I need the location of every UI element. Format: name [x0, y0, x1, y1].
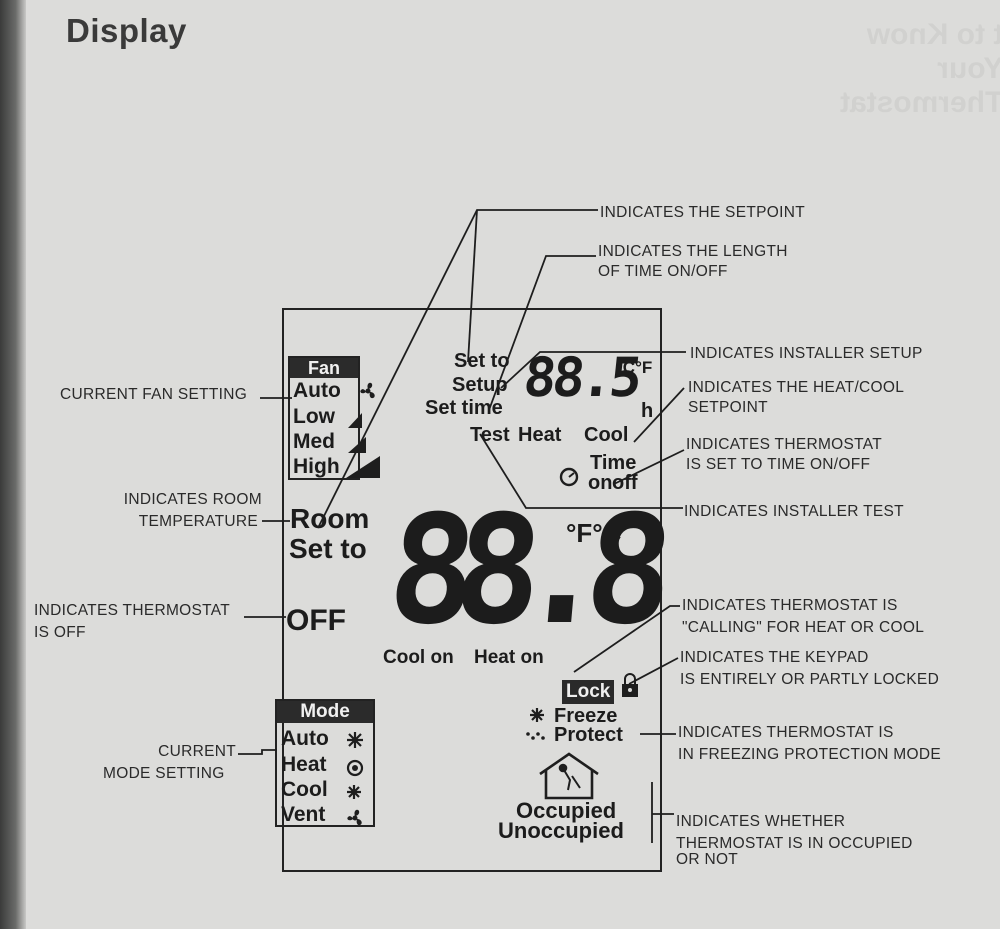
leader-installer-test [479, 433, 683, 509]
leader-installer-setup [500, 351, 686, 389]
annotation-freeze-1: INDICATES THERMOSTAT IS [678, 724, 894, 741]
leader-calling [573, 605, 680, 673]
mode-item-vent: Vent [281, 803, 326, 826]
annotation-occupied-3: OR NOT [676, 851, 739, 868]
fan-item-high: High [293, 455, 340, 478]
annotation-off-1: INDICATES THERMOSTAT [34, 602, 231, 619]
fan-title: Fan [290, 358, 358, 378]
on-label: on [588, 472, 613, 494]
protect-label: Protect [554, 724, 623, 746]
room-label: Room [290, 503, 370, 534]
hours-unit: h [641, 400, 654, 422]
annotation-off-2: IS OFF [34, 624, 86, 641]
mode-item-auto: Auto [281, 727, 329, 750]
off-indicator: OFF [286, 604, 346, 637]
mode-title: Mode [277, 701, 373, 723]
mode-box [275, 699, 375, 827]
cool-label: Cool [584, 424, 629, 446]
annotation-fan-setting: CURRENT FAN SETTING [60, 386, 248, 403]
page-title: Display [66, 12, 187, 49]
cool-on-label: Cool on [383, 647, 454, 668]
time-label: Time [590, 452, 637, 474]
off-small-label: off [612, 472, 638, 494]
annotation-heat-cool-1: INDICATES THE HEAT/COOL [688, 379, 905, 396]
annotation-installer-test: INDICATES INSTALLER TEST [684, 503, 904, 520]
annotation-mode-1: CURRENT [158, 743, 236, 760]
small-unit: °C°F [616, 358, 653, 377]
setup-label: Setup [452, 374, 508, 396]
leader-setpoint-large [317, 209, 598, 529]
fan-icon [347, 809, 362, 826]
leader-heat-cool [633, 387, 685, 443]
heat-on-label: Heat on [474, 647, 544, 668]
annotation-room-1: INDICATES ROOM [123, 491, 262, 508]
lock-icon [622, 673, 638, 697]
annotation-keypad-2: IS ENTIRELY OR PARTLY LOCKED [680, 671, 940, 688]
house-icon [539, 752, 599, 800]
big-unit: °F°C [566, 518, 622, 548]
fan-item-low: Low [293, 405, 335, 428]
heat-label: Heat [518, 424, 562, 446]
leader-lines [238, 209, 686, 843]
sun-icon [346, 759, 364, 777]
signal-bars-icon [346, 413, 380, 478]
leader-length [488, 255, 596, 411]
annotation-calling-1: INDICATES THERMOSTAT IS [682, 597, 898, 614]
annotation-time-onoff-2: IS SET TO TIME ON/OFF [686, 456, 871, 473]
annotation-heat-cool-2: SETPOINT [688, 399, 768, 416]
annotation-occupied-1: INDICATES WHETHER [676, 813, 846, 830]
set-to-large-label: Set to [289, 533, 367, 564]
annotation-keypad-1: INDICATES THE KEYPAD [680, 649, 869, 666]
freeze-label: Freeze [554, 705, 618, 727]
snowflake-icon [347, 708, 544, 799]
set-time-label: Set time [425, 397, 503, 419]
occupied-label: Occupied [516, 798, 617, 823]
mode-item-cool: Cool [281, 778, 328, 801]
annotation-length-2: OF TIME ON/OFF [598, 263, 728, 280]
annotation-calling-2: "CALLING" FOR HEAT OR COOL [682, 619, 925, 636]
leader-setpoint-small [467, 209, 478, 363]
annotation-time-onoff-1: INDICATES THERMOSTAT [686, 436, 883, 453]
leader-time-onoff [613, 449, 685, 485]
annotation-length-1: INDICATES THE LENGTH [598, 243, 788, 260]
annotation-room-2: TEMPERATURE [138, 513, 258, 530]
annotation-installer-setup: INDICATES INSTALLER SETUP [690, 345, 923, 362]
leader-mode [238, 749, 277, 755]
leader-occupied [651, 782, 674, 843]
unoccupied-label: Unoccupied [498, 818, 624, 843]
fan-item-med: Med [293, 430, 335, 453]
mode-item-heat: Heat [281, 753, 327, 776]
leader-keypad [628, 657, 679, 685]
page-binding-edge [0, 0, 26, 929]
annotation-freeze-2: IN FREEZING PROTECTION MODE [678, 746, 941, 763]
fan-item-auto: Auto [293, 379, 341, 402]
lock-label: Lock [562, 680, 615, 704]
clock-icon [559, 467, 579, 487]
test-label: Test [470, 424, 510, 446]
annotation-mode-2: MODE SETTING [103, 765, 225, 782]
annotation-setpoint: INDICATES THE SETPOINT [600, 204, 805, 221]
fan-icon [360, 382, 375, 399]
annotation-occupied-2: THERMOSTAT IS IN OCCUPIED [676, 835, 913, 852]
snowflake-icon [526, 732, 545, 740]
